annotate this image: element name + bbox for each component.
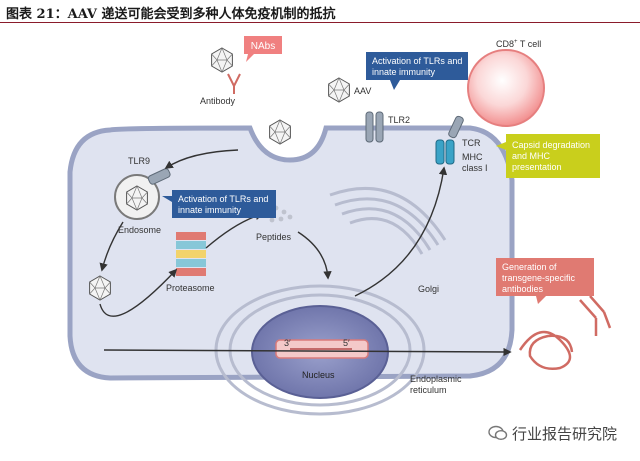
watermark-text: 行业报告研究院	[512, 424, 618, 443]
proteasome	[176, 232, 206, 276]
capsid-callout-line1: Capsid degradation	[512, 140, 590, 150]
tlr9-receptor	[147, 168, 171, 185]
nabs-label: NAbs	[251, 41, 275, 52]
antibody-callout: Generation of transgene-specific antibod…	[496, 258, 594, 304]
transgene-antibody	[518, 295, 612, 370]
tlr2-callout: Activation of TLRs and innate immunity	[366, 52, 468, 90]
peptides-label: Peptides	[256, 232, 292, 242]
tlr9-callout-line1: Activation of TLRs and	[178, 194, 268, 204]
tlr2-receptor	[365, 111, 384, 143]
tlr9-callout-line2: innate immunity	[178, 205, 242, 215]
nucleus-label: Nucleus	[302, 370, 335, 380]
aav-capsid-entry	[269, 119, 291, 145]
tlr2-callout-line2: innate immunity	[372, 67, 436, 77]
aav-capsid-top	[211, 47, 233, 73]
er-label-line1: Endoplasmic	[410, 374, 462, 384]
antibody-callout-line1: Generation of	[502, 262, 557, 272]
watermark: 行业报告研究院	[488, 420, 636, 446]
tlr9-label: TLR9	[128, 156, 150, 166]
figure-title-bar: 图表 21：AAV 递送可能会受到多种人体免疫机制的抵抗	[0, 0, 640, 23]
antibody	[227, 73, 241, 94]
figure-title: 图表 21：AAV 递送可能会受到多种人体免疫机制的抵抗	[6, 7, 336, 22]
pathway-arrows	[99, 149, 512, 357]
nabs-callout: NAbs	[244, 36, 282, 62]
capsid-callout-line3: presentation	[512, 162, 562, 172]
tlr2-label: TLR2	[388, 115, 410, 125]
cd8-label: CD8+ T cell	[496, 39, 541, 49]
er-label-line2: reticulum	[410, 385, 447, 395]
proteasome-label: Proteasome	[166, 283, 215, 293]
golgi-label: Golgi	[418, 284, 439, 294]
prime-3-label: 3′	[284, 338, 291, 348]
cd8-t-cell	[467, 49, 545, 127]
tlr9-callout: Activation of TLRs and innate immunity	[162, 190, 276, 218]
antibody-callout-line2: transgene-specific	[502, 273, 576, 283]
capsid-callout: Capsid degradation and MHC presentation	[496, 134, 600, 178]
antibody-label: Antibody	[200, 96, 236, 106]
capsid-callout-line2: and MHC	[512, 151, 551, 161]
mhc-label-line1: MHC	[462, 152, 483, 162]
aav-capsid-right	[328, 77, 350, 103]
tcr-label: TCR	[462, 138, 481, 148]
wechat-icon	[488, 425, 508, 441]
endosome-label: Endosome	[118, 225, 161, 235]
mhc-label-line2: class I	[462, 163, 488, 173]
antibody-callout-line3: antibodies	[502, 284, 544, 294]
tlr2-callout-line1: Activation of TLRs and	[372, 56, 462, 66]
prime-5-label: 5′	[343, 338, 350, 348]
aav-label: AAV	[354, 86, 371, 96]
mhc-tcr-complex	[435, 115, 464, 165]
